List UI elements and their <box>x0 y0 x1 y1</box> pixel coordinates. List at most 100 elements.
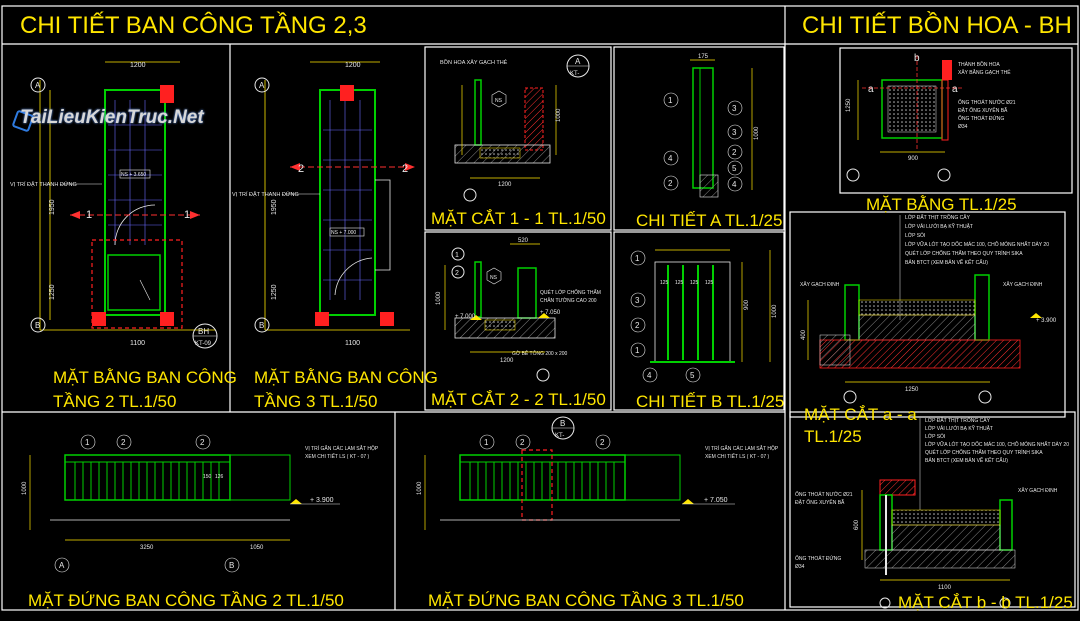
svg-text:2: 2 <box>298 163 304 175</box>
level-7050: + 7.050 <box>704 497 728 504</box>
rail-note-2: XEM CHI TIẾT LS ( KT - 07 ) <box>305 453 370 460</box>
svg-text:2: 2 <box>455 270 459 277</box>
bb-layer-5: QUÉT LỚP CHỐNG THẤM THEO QUY TRÌNH SIKA <box>925 449 1043 456</box>
bb-brick-note: XÂY GẠCH ĐINH <box>1018 487 1058 494</box>
title-elevation-floor3: MẶT ĐỨNG BAN CÔNG TẦNG 3 TL.1/50 <box>428 591 744 610</box>
svg-text:1: 1 <box>184 209 190 221</box>
svg-text:900: 900 <box>908 156 919 162</box>
svg-text:1000: 1000 <box>772 304 778 318</box>
section-a-a: LỚP ĐẤT THỊT TRỒNG CÂY LỚP VẢI LƯỚI BẠ K… <box>800 214 1057 404</box>
svg-text:2: 2 <box>635 321 640 330</box>
svg-text:600: 600 <box>854 519 860 530</box>
svg-text:1250: 1250 <box>905 387 919 393</box>
svg-text:1: 1 <box>484 438 489 447</box>
svg-text:B: B <box>229 561 234 570</box>
svg-text:1200: 1200 <box>500 358 514 364</box>
bb-layer-6: BẢN BTCT (XEM BẢN VẼ KẾT CẤU) <box>925 457 1008 464</box>
svg-text:a: a <box>952 84 958 95</box>
planter-wall-note: THÀNH BỒN HOA <box>958 61 1000 68</box>
sheet-frames <box>1 5 1079 611</box>
svg-text:4: 4 <box>732 180 737 189</box>
svg-text:150: 150 <box>203 474 212 480</box>
svg-text:2: 2 <box>121 438 126 447</box>
title-planter-plan: MẶT BẰNG TL.1/25 <box>866 195 1017 214</box>
bb-layer-2: LỚP VẢI LƯỚI BẠ KỸ THUẬT <box>925 425 993 432</box>
tag-bh: BH <box>198 327 209 336</box>
title-elevation-floor2: MẶT ĐỨNG BAN CÔNG TẦNG 2 TL.1/50 <box>28 591 344 610</box>
planter-plan: a a b 1250 900 THÀNH BỒN HOA XÂY BẰNG GẠ… <box>846 53 1016 182</box>
waterproof-note: QUÉT LỚP CHỐNG THẤM <box>540 289 601 296</box>
svg-text:A: A <box>59 561 65 570</box>
svg-text:A: A <box>259 81 265 90</box>
svg-text:1200: 1200 <box>130 62 146 69</box>
tag-b: B <box>560 419 565 428</box>
svg-text:1200: 1200 <box>345 62 361 69</box>
level-7000: + 7.000 <box>455 314 476 320</box>
layer-note-1: LỚP ĐẤT THỊT TRỒNG CÂY <box>905 214 971 221</box>
rail-note-4: XEM CHI TIẾT LS ( KT - 07 ) <box>705 453 770 460</box>
tag-b-kt: KT- <box>555 433 564 439</box>
svg-text:1950: 1950 <box>49 199 56 215</box>
svg-text:1: 1 <box>635 346 640 355</box>
svg-text:1100: 1100 <box>938 585 952 591</box>
svg-text:2: 2 <box>600 438 605 447</box>
svg-text:520: 520 <box>518 238 529 244</box>
svg-text:2: 2 <box>732 148 737 157</box>
tag-a: A <box>575 57 581 66</box>
svg-text:4: 4 <box>647 371 652 380</box>
svg-text:A: A <box>35 81 41 90</box>
svg-text:1000: 1000 <box>417 481 423 495</box>
layer-note-5: QUÉT LỚP CHỐNG THẤM THEO QUY TRÌNH SIKA <box>905 250 1023 257</box>
svg-text:2: 2 <box>668 179 673 188</box>
svg-text:b: b <box>914 53 920 64</box>
svg-text:175: 175 <box>698 54 709 60</box>
svg-text:126: 126 <box>215 474 224 480</box>
svg-text:3250: 3250 <box>140 545 154 551</box>
rail-note-3: VỊ TRÍ GẮN CÁC LAM SẮT HỘP <box>705 444 779 452</box>
bb-layer-1: LỚP ĐẤT THỊT TRỒNG CÂY <box>925 417 991 424</box>
brick-wall-note-2: XÂY GẠCH ĐINH <box>1003 281 1043 288</box>
bb-drain-1: ỐNG THOÁT NƯỚC Ø21 <box>795 491 853 498</box>
svg-text:3: 3 <box>732 128 737 137</box>
svg-text:5: 5 <box>732 164 737 173</box>
title-section-a-a-line1: MẶT CẮT a - a <box>804 405 917 424</box>
svg-text:900: 900 <box>744 299 750 310</box>
bb-drain-2: ĐẶT ỐNG XUYÊN BÃ <box>795 498 845 506</box>
title-planter-detail: CHI TIẾT BỒN HOA - BH <box>802 12 1072 39</box>
elevation-floor-2: 3250 1050 + 3.900 VỊ TRÍ GẮN CÁC LAM SẮT… <box>22 434 379 573</box>
tag-bh-sheet: KT-09 <box>195 341 212 347</box>
title-balcony-detail: CHI TIẾT BAN CÔNG TẦNG 2,3 <box>20 12 367 39</box>
title-plan-floor2-line2: TẦNG 2 TL.1/50 <box>53 392 177 411</box>
drain-note-1: ỐNG THOÁT NƯỚC Ø21 <box>958 99 1016 106</box>
title-plan-floor2-line1: MẶT BẰNG BAN CÔNG <box>53 368 237 387</box>
svg-text:125: 125 <box>675 280 684 286</box>
brick-wall-note: XÂY GẠCH ĐINH <box>800 281 840 288</box>
svg-text:NS: NS <box>495 98 503 104</box>
svg-text:125: 125 <box>705 280 714 286</box>
post-note-2: VỊ TRÍ ĐẶT THANH ĐỨNG <box>232 191 299 198</box>
svg-text:125: 125 <box>690 280 699 286</box>
planter-brick-note: BỒN HOA XÂY GẠCH THẺ <box>440 59 508 66</box>
title-detail-b: CHI TIẾT B TL.1/25 <box>636 392 785 411</box>
layer-note-6: BẢN BTCT (XEM BẢN VẼ KẾT CẤU) <box>905 259 988 266</box>
svg-text:1250: 1250 <box>846 98 852 112</box>
title-section-2-2: MẶT CẮT 2 - 2 TL.1/50 <box>431 390 606 409</box>
svg-text:5: 5 <box>690 371 695 380</box>
planter-wall-note-2: XÂY BẰNG GẠCH THẺ <box>958 68 1011 76</box>
svg-text:1000: 1000 <box>22 481 28 495</box>
parapet-note: CHÂN TƯỜNG CAO 200 <box>540 297 597 304</box>
svg-text:B: B <box>35 321 40 330</box>
drain-note-3: ỐNG THOÁT ĐỨNG <box>958 115 1004 122</box>
bb-drain-4: Ø34 <box>795 564 805 570</box>
svg-text:NS: NS <box>490 275 498 281</box>
svg-text:B: B <box>259 321 264 330</box>
rail-note-1: VỊ TRÍ GẮN CÁC LAM SẮT HỘP <box>305 444 379 452</box>
svg-text:1: 1 <box>86 209 92 221</box>
drain-note-4: Ø34 <box>958 124 968 130</box>
svg-text:1250: 1250 <box>49 284 56 300</box>
title-detail-a: CHI TIẾT A TL.1/25 <box>636 211 783 230</box>
drain-note-2: ĐẶT ỐNG XUYÊN BÃ <box>958 106 1008 114</box>
ns-label-2: NS + 7.000 <box>331 230 356 236</box>
plan-floor-3: 1200 1100 1950 1250 A B NS + 7.000 2 <box>232 61 415 347</box>
